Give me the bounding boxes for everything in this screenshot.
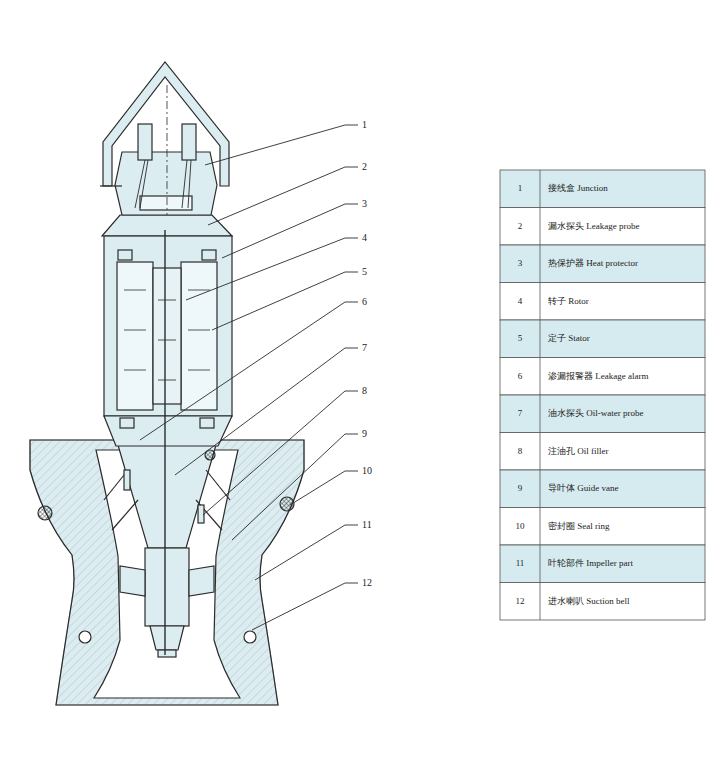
callout-number: 1 (362, 118, 367, 132)
table-cell: 4 (500, 283, 540, 321)
callout-number: 8 (362, 384, 367, 398)
table-cell: 1 (500, 170, 540, 208)
callout-number: 2 (362, 160, 367, 174)
table-cell: 2 (500, 208, 540, 246)
table-cell: 12 (500, 583, 540, 621)
table-cell: 叶轮部件 Impeller part (548, 545, 700, 583)
callout-number: 3 (362, 197, 367, 211)
table-cell: 3 (500, 245, 540, 283)
table-cell: 6 (500, 358, 540, 396)
callout-number: 5 (362, 265, 367, 279)
table-cell: 定子 Stator (548, 320, 700, 358)
callout-number: 6 (362, 295, 367, 309)
table-cell: 11 (500, 545, 540, 583)
table-cell: 进水喇叭 Suction bell (548, 583, 700, 621)
table-cell: 注油孔 Oil filler (548, 433, 700, 471)
callout-number: 9 (362, 427, 367, 441)
callout-number: 12 (362, 576, 372, 590)
table-cell: 10 (500, 508, 540, 546)
table-cell: 5 (500, 320, 540, 358)
table-cell: 油水探头 Oil-water probe (548, 395, 700, 433)
callout-number: 10 (362, 464, 372, 478)
table-cell: 转子 Rotor (548, 283, 700, 321)
table-cell: 9 (500, 470, 540, 508)
table-cell: 漏水探头 Leakage probe (548, 208, 700, 246)
table-cell: 导叶体 Guide vane (548, 470, 700, 508)
callout-number: 11 (362, 518, 372, 532)
table-cell: 接线盒 Junction (548, 170, 700, 208)
callout-number: 4 (362, 231, 367, 245)
table-cell: 热保护器 Heat protector (548, 245, 700, 283)
table-cell: 7 (500, 395, 540, 433)
callout-number: 7 (362, 341, 367, 355)
table-cell: 渗漏报警器 Leakage alarm (548, 358, 700, 396)
table-cell: 8 (500, 433, 540, 471)
table-cell: 密封圈 Seal ring (548, 508, 700, 546)
